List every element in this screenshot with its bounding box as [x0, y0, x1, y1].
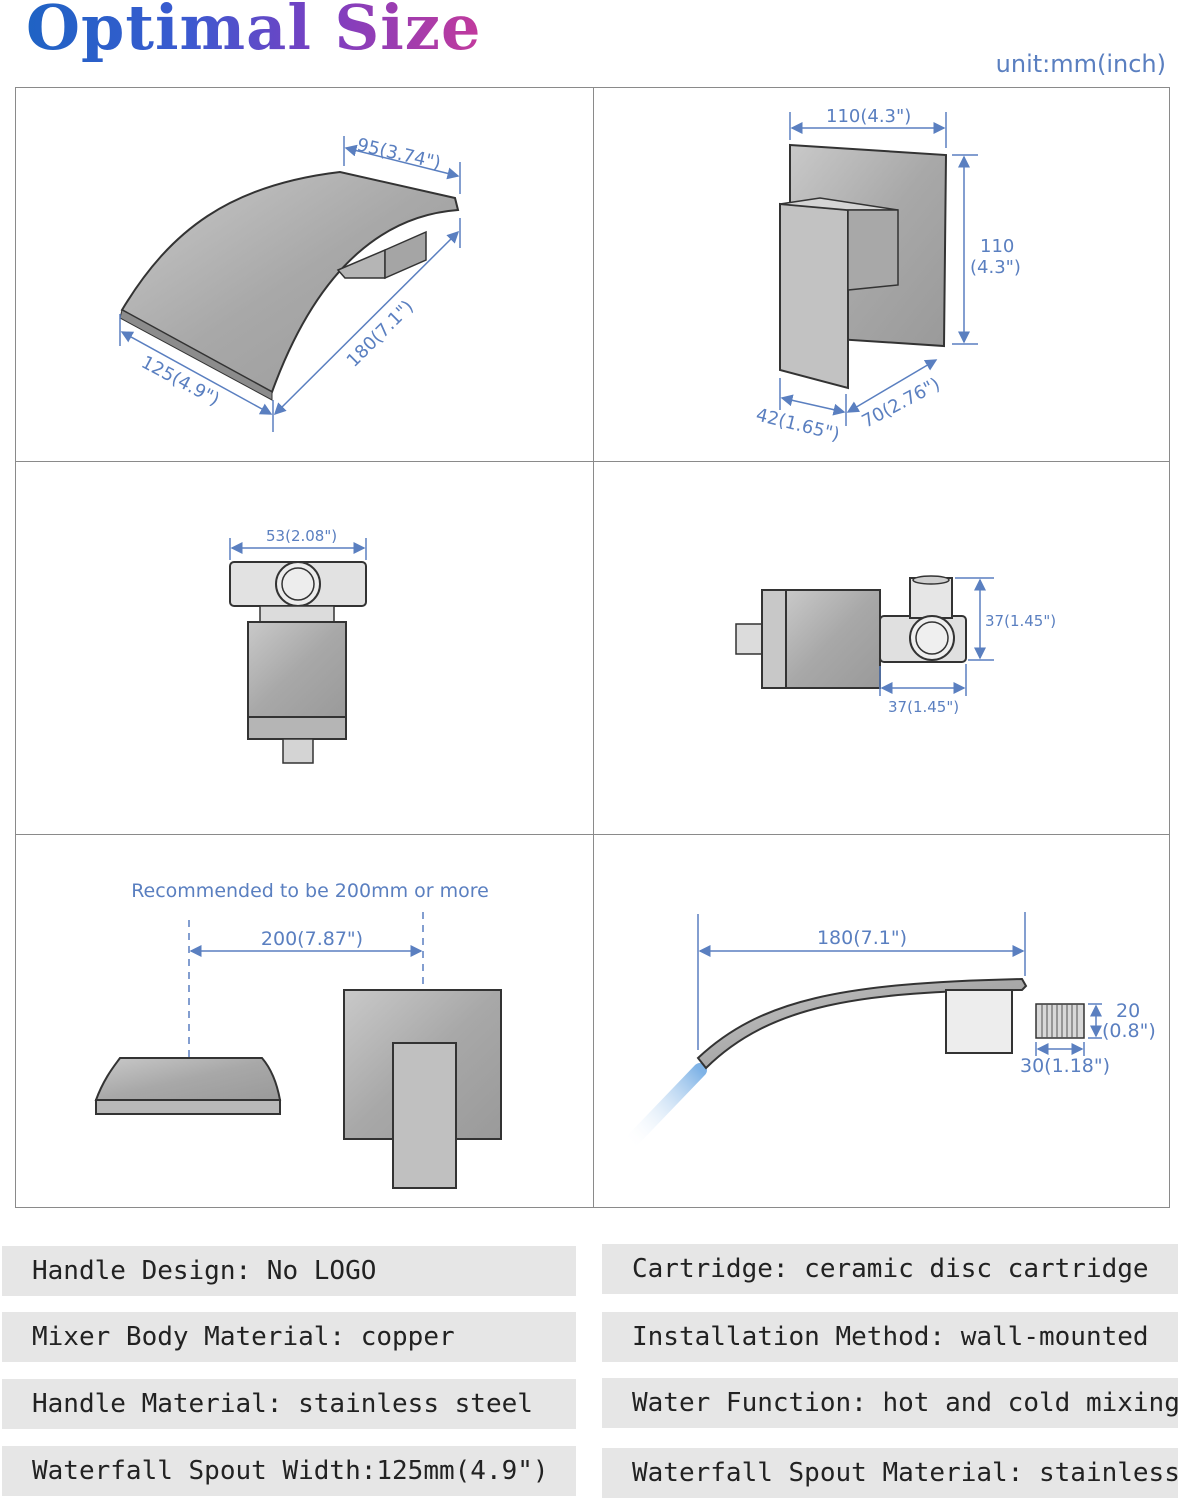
- valve-side-dim-lines: [879, 577, 994, 696]
- spout-length-label: 180(7.1"): [343, 296, 418, 371]
- grid-divider-vertical: [593, 88, 594, 1207]
- spacing-drawing: [94, 989, 502, 1189]
- valve-front-dim-lines: [229, 538, 367, 560]
- dimension-grid: [15, 87, 1170, 1208]
- plate-height-in-label: (4.3"): [970, 257, 1021, 278]
- pipe-length-label: 30(1.18"): [1020, 1055, 1110, 1077]
- spout-3d-dim-lines: [119, 136, 461, 432]
- recommend-note: Recommended to be 200mm or more: [131, 880, 489, 902]
- side-profile-drawing: [621, 977, 1085, 1152]
- plate-width-label: 110(4.3"): [826, 106, 911, 127]
- spec-handle-design: Handle Design: No LOGO: [2, 1246, 576, 1296]
- valve-height-label: 37(1.45"): [985, 612, 1056, 630]
- valve-width-label: 53(2.08"): [266, 527, 337, 545]
- grid-divider-row-1: [16, 461, 1169, 462]
- grid-divider-row-2: [16, 834, 1169, 835]
- dimension-drawings: 95(3.74") 180(7.1") 125(4.9") 110(4.3") …: [94, 106, 1156, 1189]
- valve-side-drawing: [735, 575, 967, 689]
- side-length-label: 180(7.1"): [817, 927, 907, 949]
- handle-depth-label: 42(1.65"): [754, 404, 842, 445]
- spec-mixer-body: Mixer Body Material: copper: [2, 1312, 576, 1362]
- pipe-mm-label: 20: [1116, 1000, 1140, 1022]
- handle-plate-3d-drawing: [779, 143, 948, 390]
- pipe-thread-lines: [1041, 1004, 1078, 1038]
- plate-height-mm-label: 110: [980, 236, 1014, 257]
- unit-label: unit:mm(inch): [995, 50, 1166, 78]
- spec-installation: Installation Method: wall-mounted: [602, 1312, 1178, 1362]
- side-profile-dim-lines: [697, 912, 1102, 1056]
- page-title: Optimal Size: [26, 0, 481, 64]
- spec-handle-material: Handle Material: stainless steel: [2, 1379, 576, 1429]
- spec-spout-material: Waterfall Spout Material: stainless stee…: [602, 1448, 1178, 1498]
- pipe-in-label: (0.8"): [1102, 1020, 1156, 1042]
- valve-depth-label: 37(1.45"): [888, 698, 959, 716]
- valve-front-drawing: [229, 561, 367, 764]
- handle-plate-dim-lines: [779, 112, 978, 426]
- spacing-label: 200(7.87"): [261, 928, 363, 950]
- spec-water-function: Water Function: hot and cold mixing: [602, 1378, 1178, 1428]
- spec-cartridge: Cartridge: ceramic disc cartridge: [602, 1244, 1178, 1294]
- spout-depth-label: 95(3.74"): [355, 134, 443, 174]
- spec-spout-width: Waterfall Spout Width:125mm(4.9"): [2, 1446, 576, 1496]
- handle-projection-label: 70(2.76"): [858, 374, 943, 433]
